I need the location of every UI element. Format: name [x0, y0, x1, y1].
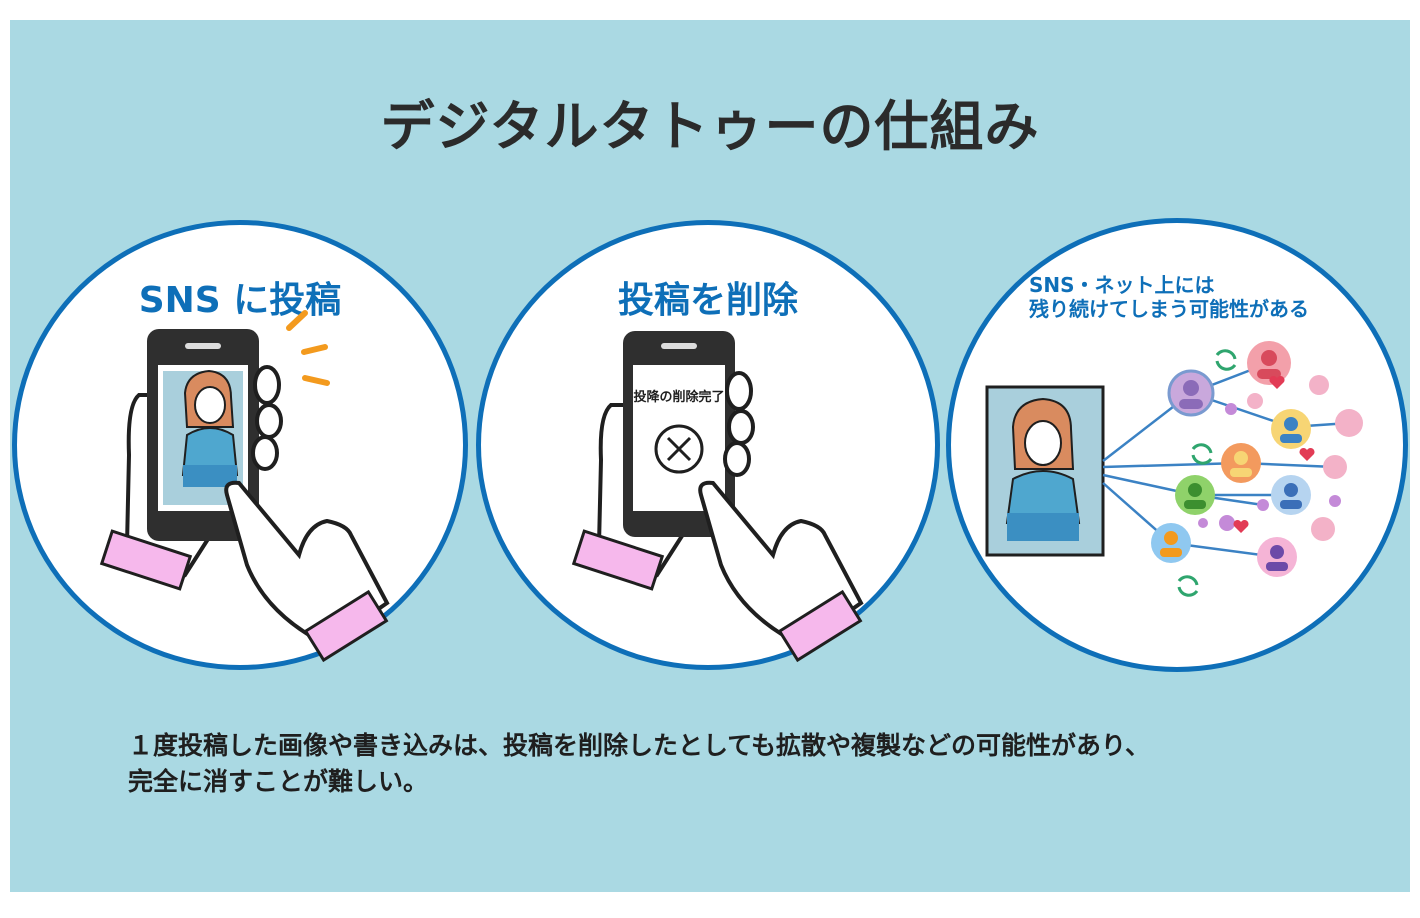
- panel-title: 投稿を削除: [617, 280, 798, 321]
- user-avatar-icon: [1167, 369, 1215, 417]
- panel-remains-online: SNS・ネット上には 残り続けてしまう可能性がある: [946, 218, 1408, 672]
- user-avatar-icon: [1271, 475, 1311, 515]
- caption-line: 完全に消すことが難しい。: [128, 767, 429, 796]
- burst-icon: [286, 310, 330, 386]
- panel-title-line: SNS・ネット上には: [1029, 273, 1215, 297]
- heart-icon: [1233, 375, 1315, 533]
- user-avatar-icon: [1257, 537, 1297, 577]
- page-title: デジタルタトゥーの仕組み: [380, 95, 1040, 158]
- refresh-icon: [1177, 349, 1237, 597]
- sleeve: [777, 589, 863, 663]
- woman-photo-icon: [985, 385, 1105, 557]
- close-circle-icon: [654, 424, 704, 474]
- user-avatar-icon: [1271, 409, 1311, 449]
- user-avatar-icon: [1221, 443, 1261, 483]
- caption: １度投稿した画像や書き込みは、投稿を削除したとしても拡散や複製などの可能性があり…: [128, 728, 1328, 800]
- caption-line: １度投稿した画像や書き込みは、投稿を削除したとしても拡散や複製などの可能性があり…: [128, 731, 1151, 760]
- post-illustration: [99, 310, 390, 663]
- woman-photo-icon: [181, 369, 239, 487]
- user-avatar-icon: [1151, 523, 1191, 563]
- panel-post-to-sns: SNS に投稿: [12, 220, 468, 670]
- spread-illustration: [985, 341, 1363, 597]
- panel-delete-post: 投稿を削除 投降の削除完了: [476, 220, 940, 670]
- delete-illustration: 投降の削除完了: [571, 331, 864, 663]
- sleeve: [571, 529, 665, 591]
- panel-title-line: 残り続けてしまう可能性がある: [1029, 297, 1309, 321]
- user-avatar-icon: [1247, 341, 1291, 385]
- sleeve: [99, 529, 193, 591]
- panel-title: SNS・ネット上には 残り続けてしまう可能性がある: [1029, 273, 1309, 321]
- sleeve: [303, 589, 389, 663]
- delete-complete-text: 投降の削除完了: [633, 389, 724, 405]
- user-avatar-icon: [1175, 475, 1215, 515]
